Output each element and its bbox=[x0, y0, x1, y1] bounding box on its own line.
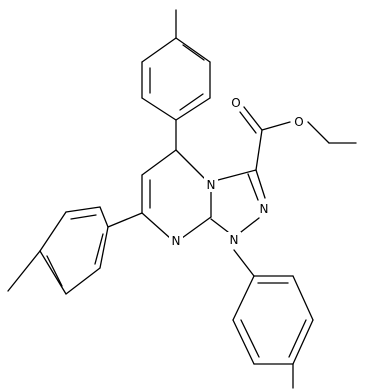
atom-n-pyrimidine: N bbox=[169, 233, 183, 248]
atom-n1: N bbox=[227, 232, 241, 247]
tolyl-group-left bbox=[7, 206, 143, 295]
bond bbox=[292, 319, 314, 365]
bond bbox=[210, 218, 229, 233]
bond bbox=[288, 319, 307, 358]
atom-n2: N bbox=[257, 201, 271, 216]
atom-n4: N bbox=[204, 177, 218, 192]
bond bbox=[232, 319, 255, 365]
bond bbox=[292, 275, 314, 321]
bond bbox=[247, 173, 259, 201]
tolyl-group-bottom bbox=[232, 249, 314, 389]
bond bbox=[141, 97, 177, 121]
bond bbox=[141, 212, 171, 239]
tolyl-group-top bbox=[141, 9, 211, 151]
bond bbox=[232, 275, 255, 321]
bond bbox=[141, 37, 177, 63]
bond bbox=[99, 226, 109, 269]
bond bbox=[46, 255, 63, 287]
bond bbox=[39, 211, 67, 252]
atom-label-n4: N bbox=[207, 178, 216, 192]
bond bbox=[255, 169, 266, 199]
bond bbox=[239, 111, 257, 134]
bond bbox=[175, 97, 211, 121]
bond bbox=[7, 250, 41, 292]
bond bbox=[175, 149, 205, 179]
bond bbox=[243, 106, 263, 131]
bond bbox=[107, 212, 143, 228]
triazole-ring bbox=[210, 169, 266, 233]
bond bbox=[261, 121, 291, 131]
bond bbox=[70, 214, 97, 220]
bond bbox=[181, 216, 212, 239]
bond bbox=[233, 249, 255, 277]
bond bbox=[65, 267, 101, 295]
bond bbox=[217, 169, 257, 181]
bond bbox=[255, 129, 263, 171]
bond bbox=[240, 319, 260, 358]
atom-labels: N N N N O O bbox=[169, 95, 306, 248]
bond bbox=[175, 37, 211, 63]
atom-o-ester: O bbox=[292, 114, 306, 129]
bond bbox=[141, 149, 177, 176]
bond bbox=[307, 121, 330, 144]
bond bbox=[182, 44, 205, 61]
atom-label-o-ester: O bbox=[294, 115, 303, 129]
ethyl-ester-group bbox=[239, 106, 357, 171]
bond bbox=[65, 206, 101, 213]
atom-o-carbonyl: O bbox=[229, 95, 243, 110]
atom-label-n-pyrimidine: N bbox=[172, 234, 181, 248]
atom-label-n2: N bbox=[260, 202, 269, 216]
atom-label-n1: N bbox=[230, 233, 239, 247]
atom-label-o-carbonyl: O bbox=[231, 96, 240, 110]
bond bbox=[94, 233, 104, 265]
bond bbox=[99, 206, 109, 228]
pyrimidine-ring bbox=[141, 149, 212, 239]
bond bbox=[39, 250, 67, 295]
bond bbox=[179, 93, 204, 111]
bond bbox=[240, 217, 260, 233]
